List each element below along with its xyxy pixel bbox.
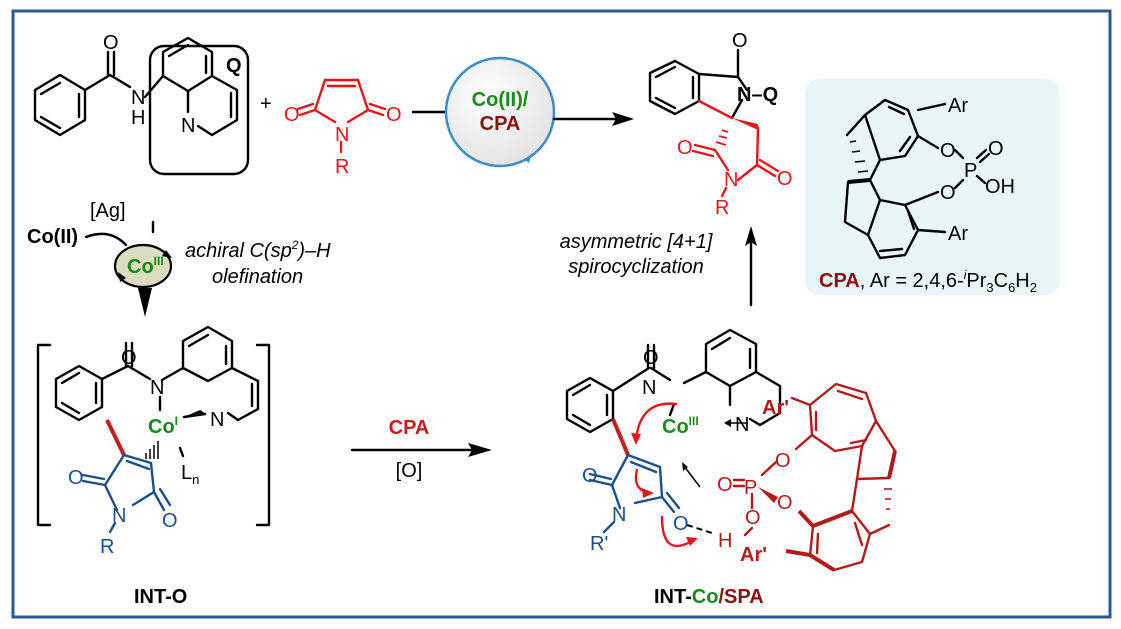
int-co-N-amide: N <box>642 377 656 399</box>
spa-O1: O <box>775 450 791 472</box>
electron-push-arrows <box>631 402 698 548</box>
product-N: N <box>724 169 738 191</box>
maleimide-O1: O <box>284 104 300 126</box>
cycle-note-line2: olefination <box>212 266 303 288</box>
spa-structure <box>732 382 897 572</box>
quinoline-box <box>148 44 250 176</box>
spiro-arrowhead <box>745 226 757 246</box>
co3-cycle-disc <box>113 243 173 289</box>
int-o-O: O <box>121 347 137 369</box>
int-o-co: CoI <box>148 414 178 438</box>
int-co-mal-O1: O <box>582 465 598 487</box>
atom-O: O <box>103 32 119 54</box>
int-o-N-quinoline: N <box>210 409 224 431</box>
plus-sign: + <box>260 93 272 115</box>
int-o-structure <box>54 325 260 459</box>
spa-O2: O <box>777 492 793 514</box>
cpa-caption: CPA, Ar = 2,4,6-iPr3C6H2 <box>819 268 1037 295</box>
ag-oxidant: [Ag] <box>90 200 126 222</box>
arrow2-arrowhead <box>468 443 492 457</box>
cpa-box <box>805 79 1060 295</box>
spa-H: H <box>718 530 732 552</box>
maleimide-O2: O <box>386 104 402 126</box>
reaction-arrowhead <box>612 112 634 126</box>
arrow2-oxidant-label: [O] <box>396 460 423 482</box>
cpa-structure <box>843 98 991 260</box>
cpa-OH: OH <box>985 176 1015 198</box>
int-o-label: INT-O <box>134 586 187 608</box>
int-o-brackets <box>36 343 271 527</box>
coordination-arrowhead <box>682 462 688 471</box>
cycle-down-arrowhead <box>138 288 152 317</box>
catalyst-circle <box>444 56 556 168</box>
cobalt-ii: Co(II) <box>27 226 78 248</box>
product-O-left: O <box>677 137 693 159</box>
substrate-aminoquinoline-benzamide <box>33 36 250 176</box>
int-o-ln: Ln <box>181 462 199 487</box>
spa-O-double: O <box>717 474 733 496</box>
atom-N-quinoline: N <box>181 115 195 137</box>
product-NQ: N–Q <box>737 84 778 106</box>
int-o-N-amide: N <box>150 377 164 399</box>
spiro-label-line1: asymmetric [4+1] <box>560 231 713 253</box>
co3-label: CoIII <box>127 254 164 278</box>
int-co-mal-R: R' <box>590 533 608 555</box>
int-co-structure <box>565 328 782 456</box>
int-o-mal-N: N <box>112 505 126 527</box>
int-o-maleimide <box>81 453 172 534</box>
co-n-arrowhead <box>724 419 731 427</box>
spiro-product <box>648 48 780 198</box>
int-co-co3: CoIII <box>662 414 699 438</box>
co-entry-arrow <box>84 232 128 247</box>
spa-P: P <box>744 477 757 499</box>
catalyst-co2: Co(II)/ <box>472 89 529 111</box>
cycle-arrowhead-2 <box>118 272 126 282</box>
int-o-mal-R: R <box>100 536 114 558</box>
int-o-mal-O2: O <box>162 510 178 532</box>
atom-H: H <box>131 107 145 129</box>
cpa-ar-top: Ar <box>948 95 968 117</box>
int-co-ar-top: Ar' <box>762 397 789 419</box>
int-co-O: O <box>643 347 659 369</box>
maleimide-R: R <box>335 156 349 178</box>
cpa-O1: O <box>940 140 956 162</box>
cpa-P: P <box>964 160 977 182</box>
cpa-O2: O <box>940 182 956 204</box>
int-co-mal-O2: O <box>673 513 689 535</box>
int-o-mal-O1: O <box>68 467 84 489</box>
atom-N: N <box>131 87 145 109</box>
spiro-label-line2: spirocyclization <box>568 256 704 278</box>
int-co-mal-N: N <box>612 504 626 526</box>
int-co-maleimide <box>588 453 681 534</box>
product-O-top: O <box>732 30 748 52</box>
cpa-ar-bottom: Ar <box>948 223 968 245</box>
spa-O-H: O <box>745 507 761 529</box>
cycle-note-line1: achiral C(sp2)–H <box>185 238 331 262</box>
int-co-N-quinoline: N <box>735 414 749 436</box>
cycle-arrowhead-1 <box>162 250 172 258</box>
hydrogen-bond-dashed <box>686 524 713 534</box>
int-co-spa-label: INT-Co/SPA <box>654 586 764 608</box>
product-R: R <box>715 197 729 219</box>
maleimide-N: N <box>335 124 349 146</box>
catalyst-cycle-arrowhead <box>525 153 532 163</box>
arrow2-cpa-label: CPA <box>389 417 430 439</box>
label-Q: Q <box>226 55 242 77</box>
coordination-arrow <box>683 465 701 488</box>
maleimide-reactant <box>296 78 387 154</box>
cpa-O-double: O <box>988 138 1004 160</box>
catalyst-cpa: CPA <box>480 113 521 135</box>
product-O-right: O <box>777 168 793 190</box>
int-co-ar-bottom: Ar' <box>740 544 767 566</box>
